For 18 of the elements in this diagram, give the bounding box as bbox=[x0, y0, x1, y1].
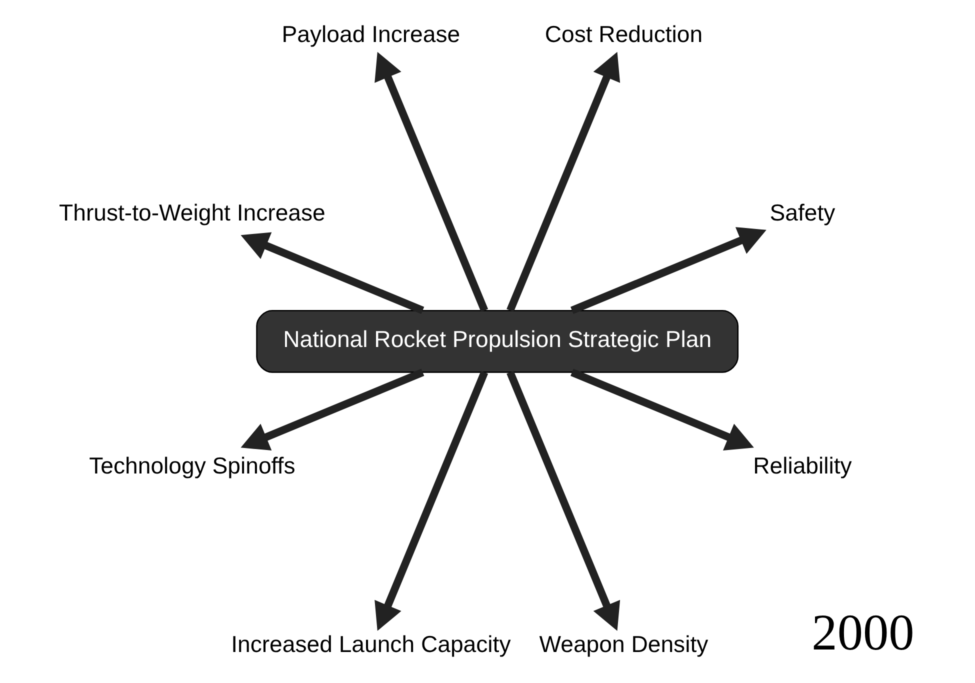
arrow bbox=[374, 52, 488, 312]
arrow bbox=[374, 370, 488, 631]
arrow bbox=[570, 368, 754, 450]
node-text: Cost Reduction bbox=[544, 20, 703, 47]
arrow bbox=[506, 370, 620, 631]
arrow bbox=[570, 227, 766, 314]
label: 2000 bbox=[812, 604, 914, 662]
arrow bbox=[240, 368, 424, 450]
arrow bbox=[506, 52, 620, 312]
node-text: Payload Increase bbox=[282, 20, 460, 47]
node-text: Thrust-to-Weight Increase bbox=[59, 200, 326, 226]
node-text: Increased Launch Capacity bbox=[231, 631, 511, 658]
node-text: Technology Spinoffs bbox=[89, 452, 296, 478]
node-text: Safety bbox=[770, 200, 836, 226]
arrow bbox=[240, 232, 424, 314]
node-text: Reliability bbox=[753, 452, 852, 478]
node-box: National Rocket Propulsion Strategic Plan bbox=[256, 310, 739, 373]
node-text: Weapon Density bbox=[539, 631, 708, 658]
